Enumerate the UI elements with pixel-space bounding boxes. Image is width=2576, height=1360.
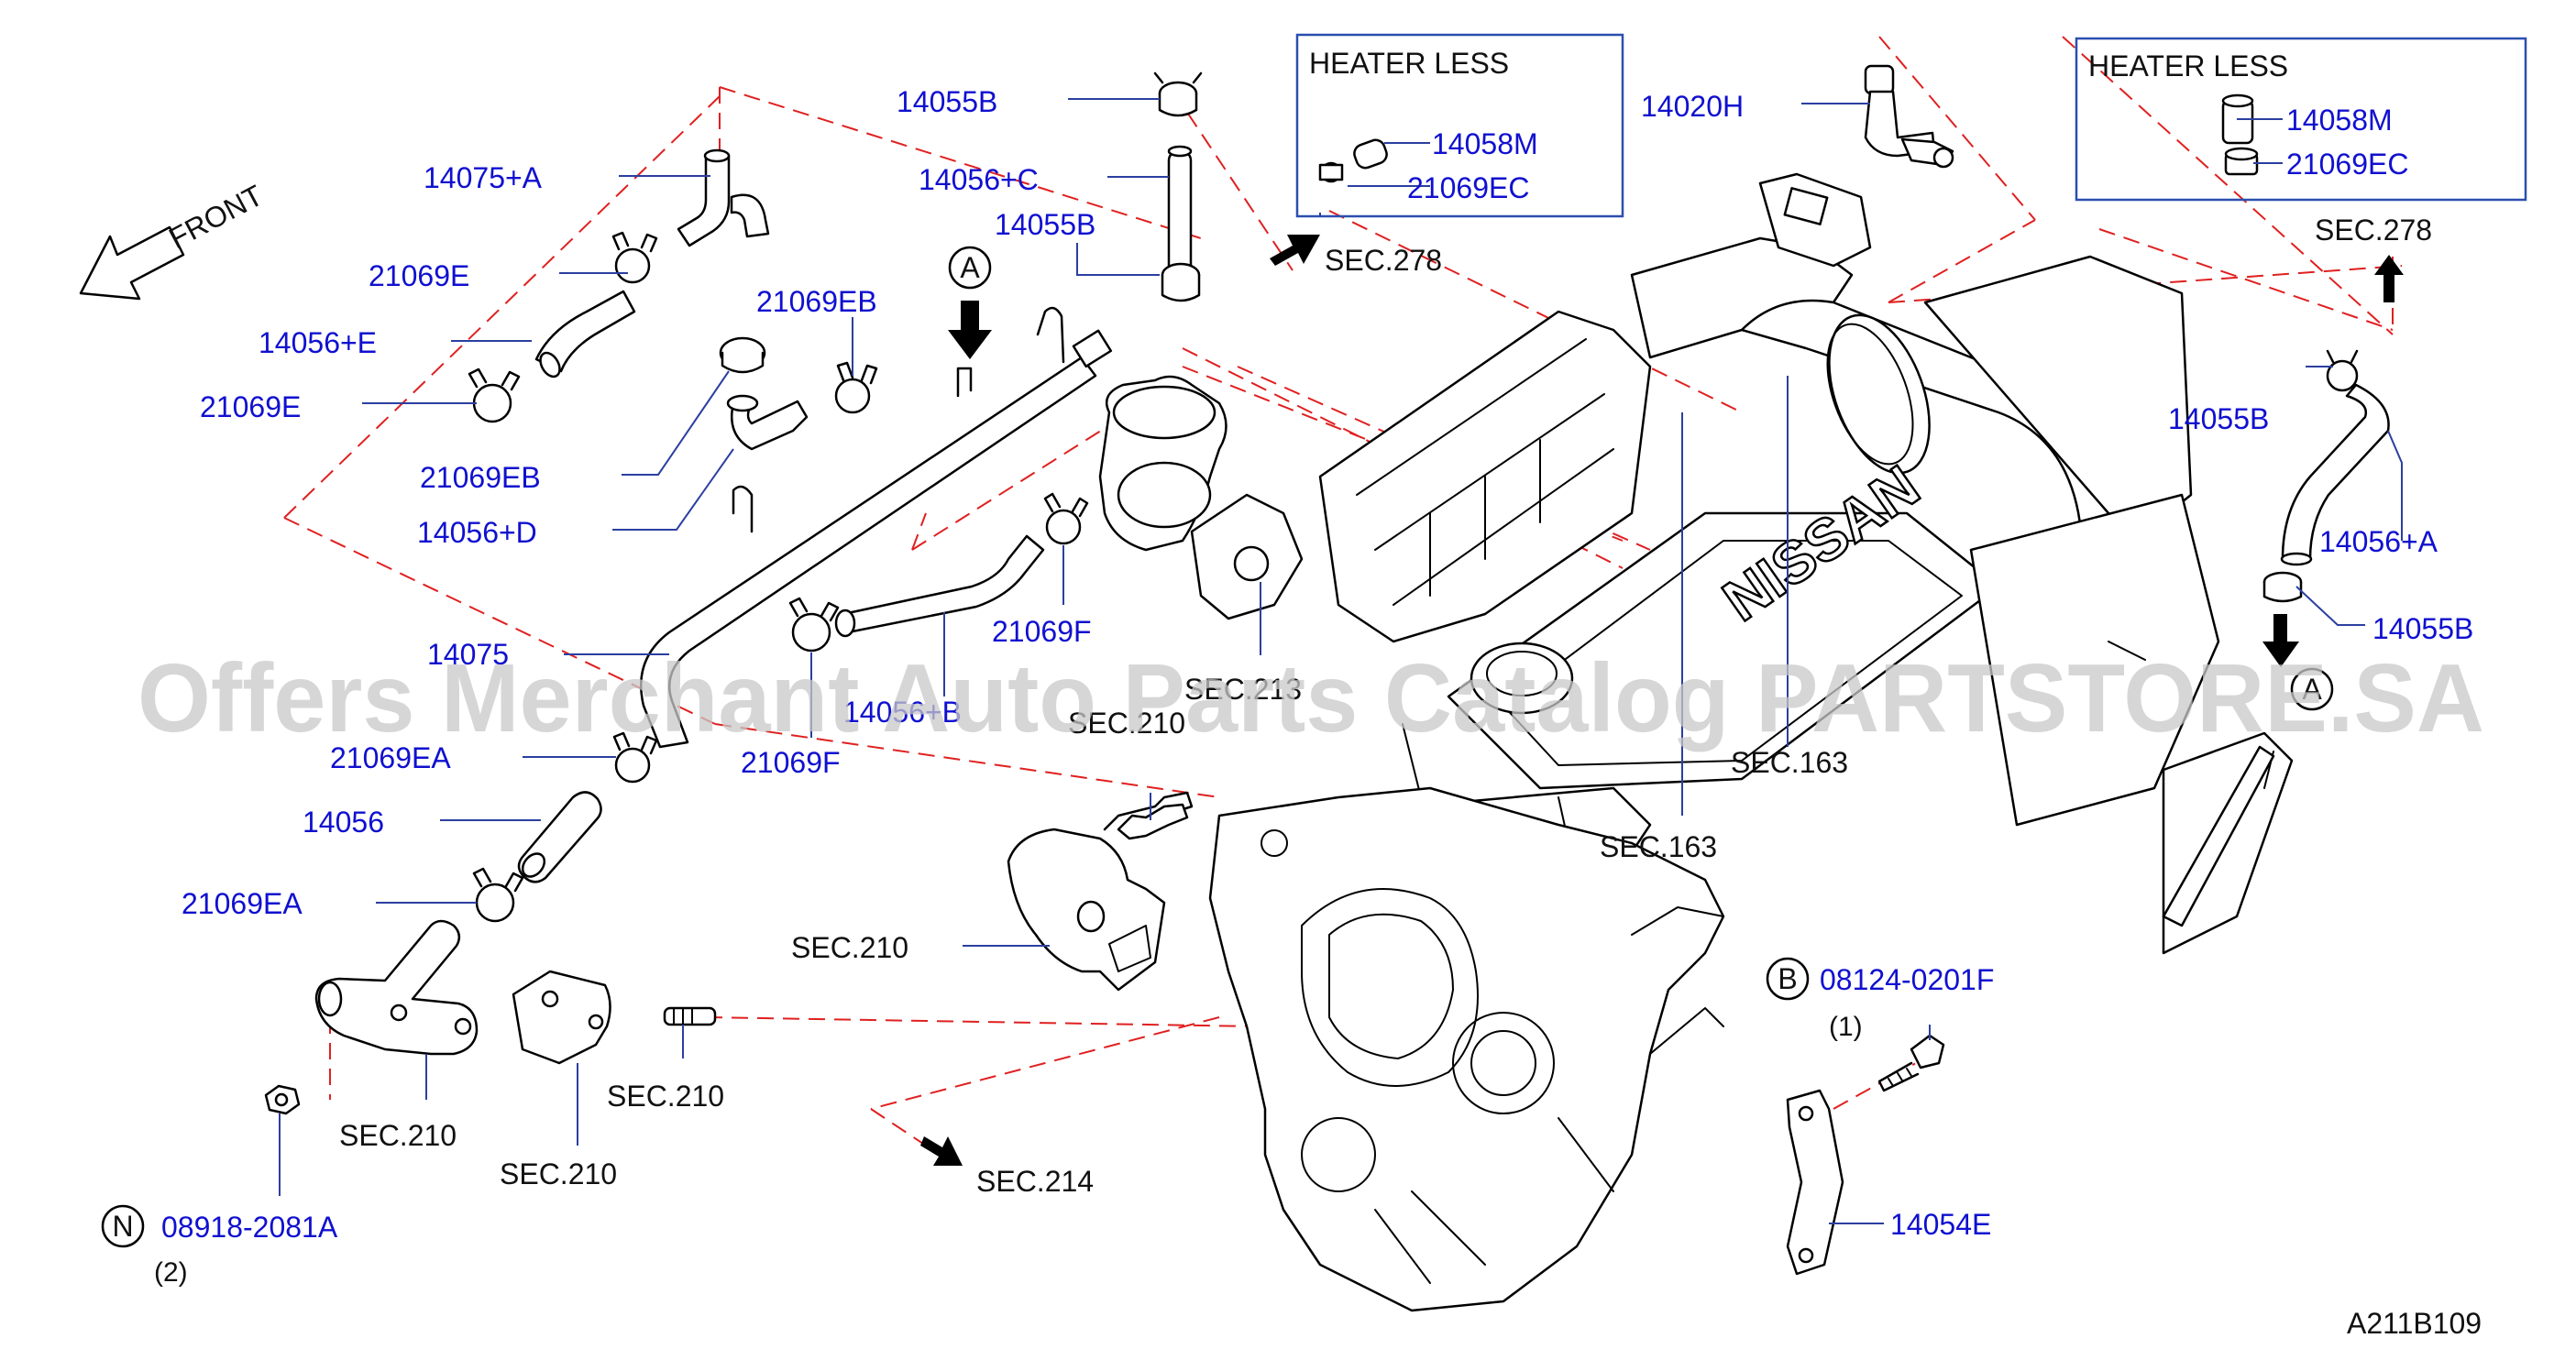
part-14058M-left[interactable]: 14058M [1432, 127, 1538, 160]
part-21069EA-bottom[interactable]: 21069EA [182, 887, 303, 920]
callout-a-right: A [2302, 673, 2322, 706]
hose-14056A [2280, 383, 2390, 566]
clamp-14055B-top [1153, 71, 1203, 117]
callout-n: N [112, 1210, 133, 1243]
part-21069E-top[interactable]: 21069E [369, 259, 469, 292]
clamp-21069EA-bottom [472, 867, 524, 923]
hose-14056E [534, 290, 636, 378]
hose-14056D [726, 394, 809, 451]
arrow-down-a-right-icon [2262, 614, 2299, 667]
diagram-code: A211B109 [2347, 1307, 2482, 1340]
valve-body-sec213 [1098, 375, 1304, 620]
sec210-c[interactable]: SEC.210 [339, 1119, 457, 1152]
arrow-down-icon [948, 301, 992, 359]
clamp-21069E-top [611, 231, 658, 284]
part-labels: 14055B 14056+C 14055B 14058M 21069EC 140… [154, 85, 2473, 1288]
part-08918[interactable]: 08918-2081A [161, 1211, 338, 1244]
nut-08918 [264, 1084, 301, 1115]
callout-n-circle [101, 1204, 145, 1248]
water-pipe-14075 [640, 306, 1113, 749]
gasket-sec210 [512, 970, 611, 1065]
part-08124-qty: (1) [1829, 1012, 1863, 1042]
part-14075A[interactable]: 14075+A [424, 161, 543, 194]
part-21069EB-top[interactable]: 21069EB [756, 285, 877, 318]
part-21069E-bottom[interactable]: 21069E [200, 390, 301, 423]
sensor-sec210 [1117, 803, 1189, 840]
part-21069EC-right[interactable]: 21069EC [2286, 148, 2408, 181]
part-14055B-right2[interactable]: 14055B [2372, 612, 2473, 645]
front-label: FRONT [163, 179, 268, 256]
part-21069EC-left[interactable]: 21069EC [1407, 171, 1529, 204]
leader-lines [279, 98, 2403, 1224]
heater-less-box-left [1295, 33, 1624, 218]
bolt-08124 [1877, 1034, 1945, 1092]
part-14056A[interactable]: 14056+A [2319, 525, 2438, 558]
callout-b-circle [1766, 957, 1810, 1001]
part-21069F-bottom[interactable]: 21069F [741, 746, 841, 779]
part-08124[interactable]: 08124-0201F [1820, 963, 1994, 996]
callout-a-top-circle [948, 246, 992, 290]
section-labels: SEC.278 SEC.278 SEC.213 SEC.210 SEC.210 … [339, 214, 2432, 1198]
heater-less-label-right: HEATER LESS [2088, 49, 2288, 82]
sec163-a[interactable]: SEC.163 [1731, 746, 1848, 779]
part-08918-qty: (2) [154, 1257, 188, 1288]
water-outlet-left [314, 919, 479, 1056]
clamp-21069F-bottom [788, 597, 840, 653]
clamp-21069E-bottom [468, 367, 521, 423]
part-14020H[interactable]: 14020H [1641, 90, 1744, 123]
part-14075[interactable]: 14075 [427, 638, 509, 671]
part-14056B[interactable]: 14056+B [843, 696, 962, 729]
part-14055B-right[interactable]: 14055B [2168, 402, 2269, 435]
hose-14056 [517, 791, 602, 883]
clamp-14055B-right [2326, 349, 2359, 392]
arrow-up-sec278-right-icon [2374, 255, 2404, 302]
callout-a-right-circle [2290, 667, 2334, 711]
part-21069EA-top[interactable]: 21069EA [330, 741, 451, 774]
part-14056[interactable]: 14056 [303, 806, 384, 839]
sec210-d[interactable]: SEC.210 [500, 1157, 617, 1190]
part-14058M-right[interactable]: 14058M [2286, 104, 2393, 137]
stud-sec210 [663, 1006, 717, 1026]
clamp-21069EB-top [719, 336, 766, 374]
sec210-a[interactable]: SEC.210 [1068, 707, 1185, 740]
part-14056C[interactable]: 14056+C [919, 163, 1039, 196]
front-arrow-icon [79, 225, 185, 301]
transmission-housing [1208, 786, 1725, 1312]
arrow-sec278-mid-icon [1270, 235, 1320, 266]
sec278-right[interactable]: SEC.278 [2315, 214, 2432, 247]
bracket-14054E [1786, 1089, 1844, 1276]
part-14056D[interactable]: 14056+D [417, 516, 537, 549]
heater-less-box-right [2075, 37, 2527, 202]
watermark: Offers Merchant Auto Parts Catalog PARTS… [138, 644, 2484, 752]
part-14054E[interactable]: 14054E [1890, 1208, 1991, 1241]
heater-less-label-left: HEATER LESS [1309, 47, 1509, 80]
clamp-21069F-top [1043, 492, 1089, 545]
sec214[interactable]: SEC.214 [976, 1165, 1094, 1198]
pipe-14056C [1167, 145, 1193, 281]
clamp-14055B-mid [1161, 262, 1201, 302]
clamp-21069EB-right [834, 361, 878, 414]
heater-less-right-fittings [2221, 93, 2259, 176]
clamp-21069EA-top [612, 731, 658, 784]
heater-less-left-fittings [1318, 138, 1388, 183]
part-14056E[interactable]: 14056+E [259, 326, 377, 359]
sec210-e[interactable]: SEC.210 [607, 1080, 724, 1113]
callout-a-top: A [960, 251, 980, 284]
callout-b: B [1778, 962, 1797, 995]
fitting-14075A [677, 148, 770, 247]
hose-14056B [834, 534, 1045, 638]
part-14055B-top[interactable]: 14055B [897, 85, 997, 118]
fitting-14020H [1864, 64, 1954, 169]
arrow-sec214-icon [920, 1136, 963, 1166]
sec278-mid[interactable]: SEC.278 [1325, 244, 1442, 277]
clamp-14055B-right2 [2262, 571, 2303, 603]
sec210-b[interactable]: SEC.210 [791, 931, 908, 964]
part-21069F-top[interactable]: 21069F [992, 615, 1092, 648]
part-21069EB-bottom[interactable]: 21069EB [420, 461, 541, 494]
part-14055B-mid[interactable]: 14055B [995, 208, 1095, 241]
sec213[interactable]: SEC.213 [1184, 673, 1302, 706]
sec163-b[interactable]: SEC.163 [1600, 830, 1717, 863]
